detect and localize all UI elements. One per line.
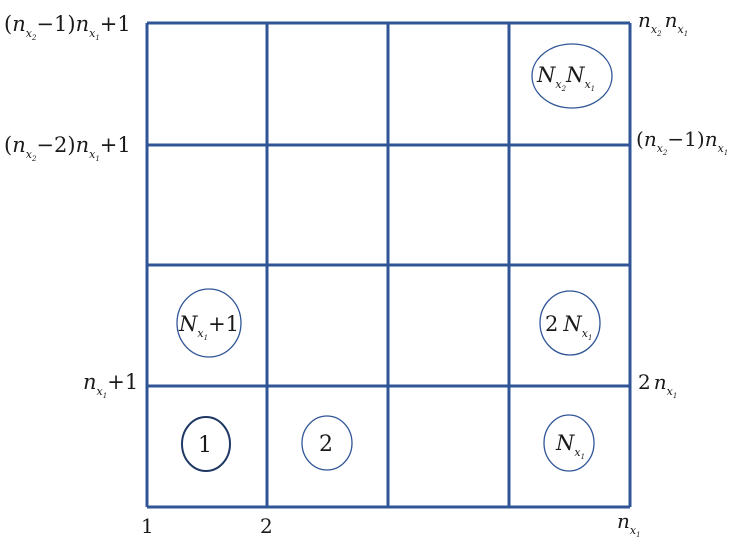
bottom-label-n-x1: nx1 [617, 509, 641, 539]
cell-2-ellipse [301, 415, 353, 471]
cell-n-x2-n-x1-ellipse [531, 43, 613, 109]
left-label-fourth: nx1+1 [83, 370, 138, 400]
cell-n-x2-n-x1-label: Nx2Nx1 [536, 63, 595, 93]
left-label-top: (nx2−1)nx1+1 [4, 12, 131, 42]
bottom-label-1: 1 [141, 514, 154, 538]
right-label-top: nx2nx1 [638, 8, 688, 38]
grid-lines [145, 21, 632, 509]
left-label-second: (nx2−2)nx1+1 [4, 133, 131, 163]
right-label-second: (nx2−1)nx1 [636, 127, 728, 157]
cell-2-label: 2 [319, 432, 333, 457]
cell-n-x1-plus-1-ellipse [176, 288, 242, 358]
cell-1-ellipse [181, 416, 231, 472]
cell-n-x1-label: Nx1 [555, 431, 585, 461]
cell-1-label: 1 [198, 433, 212, 458]
cell-n-x1-plus-1-label: Nx1+1 [178, 312, 239, 342]
cell-2n-x1-ellipse [539, 290, 601, 356]
bottom-label-2: 2 [260, 514, 273, 538]
cell-n-x1-ellipse [543, 414, 595, 472]
